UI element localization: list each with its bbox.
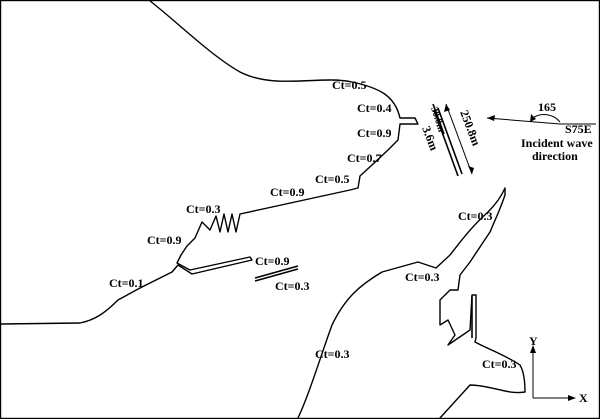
ct-label: Ct=0.9	[270, 185, 305, 199]
coordinate-axes: Y X	[529, 334, 588, 405]
ct-label: Ct=0.9	[255, 254, 290, 268]
breakwater-edge-a	[433, 109, 459, 177]
ct-label: Ct=0.3	[482, 357, 517, 371]
wave-bearing-label: S75E	[565, 122, 592, 136]
breakwater-edge-b	[437, 107, 463, 175]
length-arrow-head-bottom	[468, 166, 474, 174]
ct-label: Ct=0.4	[357, 101, 392, 115]
incident-wave-line	[486, 117, 561, 125]
incident-wave-arrow	[487, 115, 495, 121]
ct-label: Ct=0.3	[186, 202, 221, 216]
wave-caption-line-2: direction	[532, 149, 578, 163]
segment-gap-marker	[435, 111, 443, 129]
detached-breakwater-outer	[254, 268, 299, 282]
wave-caption-line-1: Incident wave	[521, 136, 593, 150]
y-axis-arrow	[530, 345, 536, 353]
ct-label: Ct=0.3	[315, 347, 350, 361]
y-axis-label: Y	[529, 334, 538, 348]
ct-label: Ct=0.7	[347, 151, 382, 165]
ct-label: Ct=0.5	[332, 78, 367, 92]
length-dimension-line	[445, 103, 473, 175]
length-dimension	[444, 103, 474, 175]
wave-direction-indicator	[486, 114, 596, 125]
ct-label: Ct=0.3	[405, 270, 440, 284]
detached-breakwater-inner	[254, 265, 299, 279]
x-axis-arrow	[568, 395, 576, 401]
lower-coastline	[297, 187, 526, 419]
x-axis-label: X	[579, 391, 588, 405]
length-arrow-head-top	[444, 104, 450, 112]
ct-label: Ct=0.3	[458, 209, 493, 223]
angle-arc-arrow	[530, 114, 536, 122]
ct-label: Ct=0.9	[147, 233, 182, 247]
ct-label: Ct=0.5	[315, 172, 350, 186]
ct-label: Ct=0.3	[275, 279, 310, 293]
wave-angle-label: 165	[538, 100, 556, 114]
length-dimension-label: 250.8m	[457, 108, 483, 148]
ct-label: Ct=0.1	[109, 276, 144, 290]
ct-label: Ct=0.9	[357, 126, 392, 140]
offshore-breakwater	[432, 103, 463, 177]
upper-coastline	[0, 0, 419, 325]
